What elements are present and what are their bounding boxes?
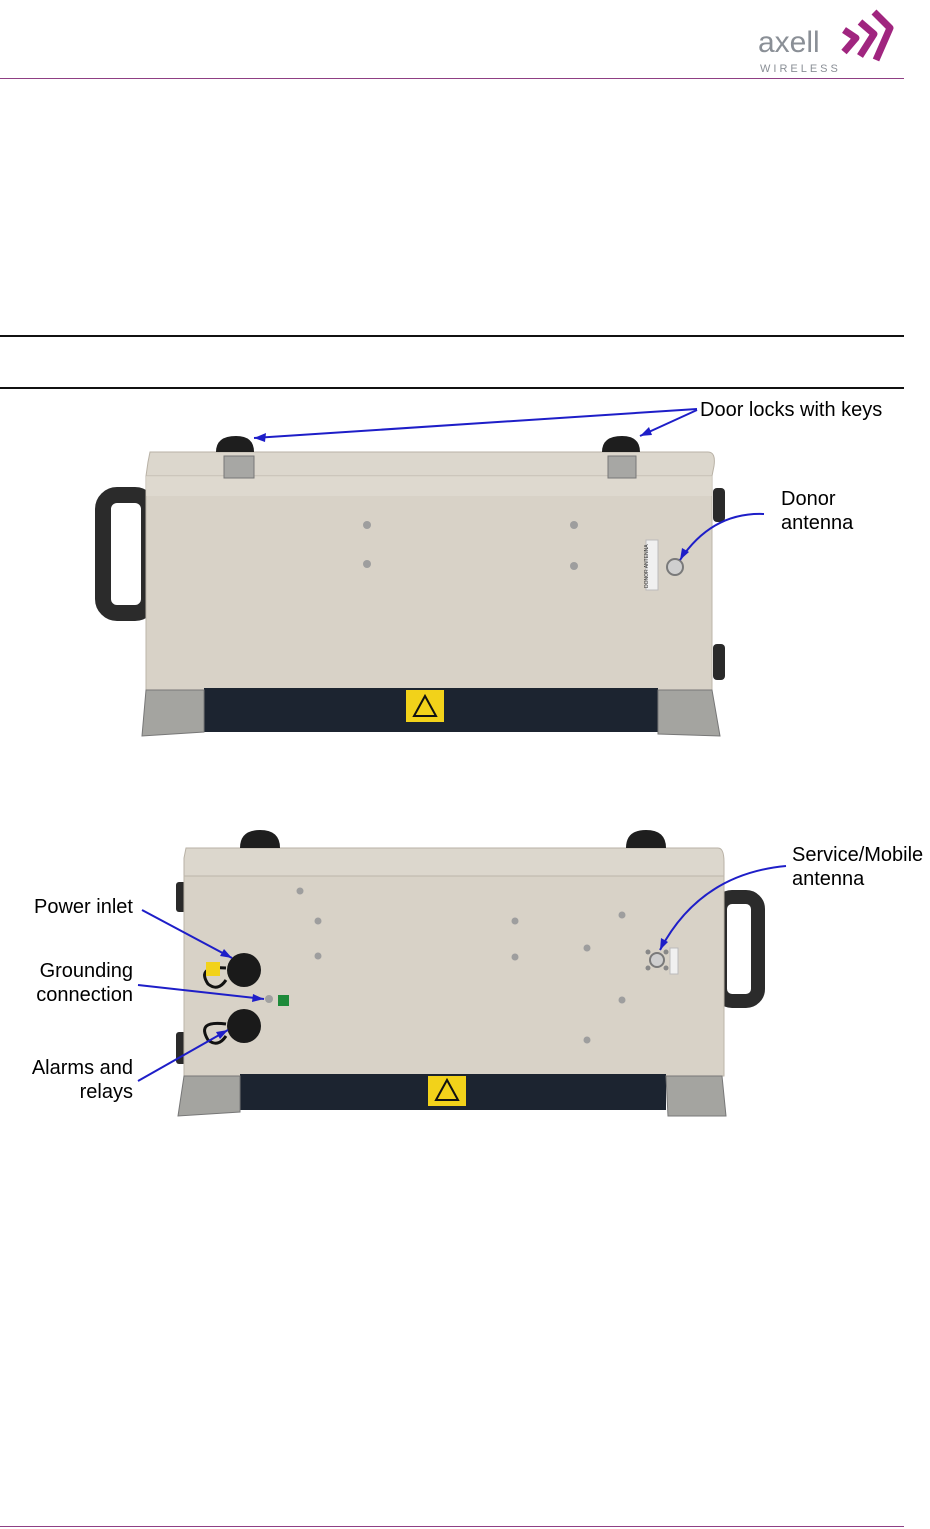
callout-alarms-relays: Alarms and relays bbox=[31, 1057, 133, 1103]
grounding-icon bbox=[265, 995, 273, 1003]
repeater-back-photo bbox=[137, 830, 787, 1117]
power-inlet-icon bbox=[227, 953, 261, 987]
service-connector-icon bbox=[649, 952, 665, 968]
repeater-front-photo bbox=[95, 408, 765, 737]
header-rule bbox=[0, 78, 904, 79]
callout-grounding: Grounding connection bbox=[36, 960, 133, 1006]
axell-wireless-logo: axell WIRELESS bbox=[758, 9, 894, 75]
callout-service-antenna: Service/Mobile antenna bbox=[792, 844, 924, 890]
logo-subtext: WIRELESS bbox=[760, 63, 841, 75]
callout-door-locks: Door locks with keys bbox=[700, 399, 883, 421]
section-rule-bottom bbox=[0, 387, 904, 389]
callout-donor-antenna: Donor antenna bbox=[781, 488, 854, 534]
donor-connector-icon bbox=[666, 558, 684, 576]
callout-power-inlet: Power inlet bbox=[34, 896, 133, 918]
footer-rule bbox=[0, 1526, 904, 1527]
donor-panel-label: DONOR ANTENNA bbox=[644, 544, 650, 588]
door-lock-left-icon bbox=[216, 436, 254, 452]
alarms-connector-icon bbox=[227, 1009, 261, 1043]
logo-text: axell bbox=[758, 26, 820, 59]
section-rule-top bbox=[0, 335, 904, 337]
door-lock-right-icon bbox=[602, 436, 640, 452]
